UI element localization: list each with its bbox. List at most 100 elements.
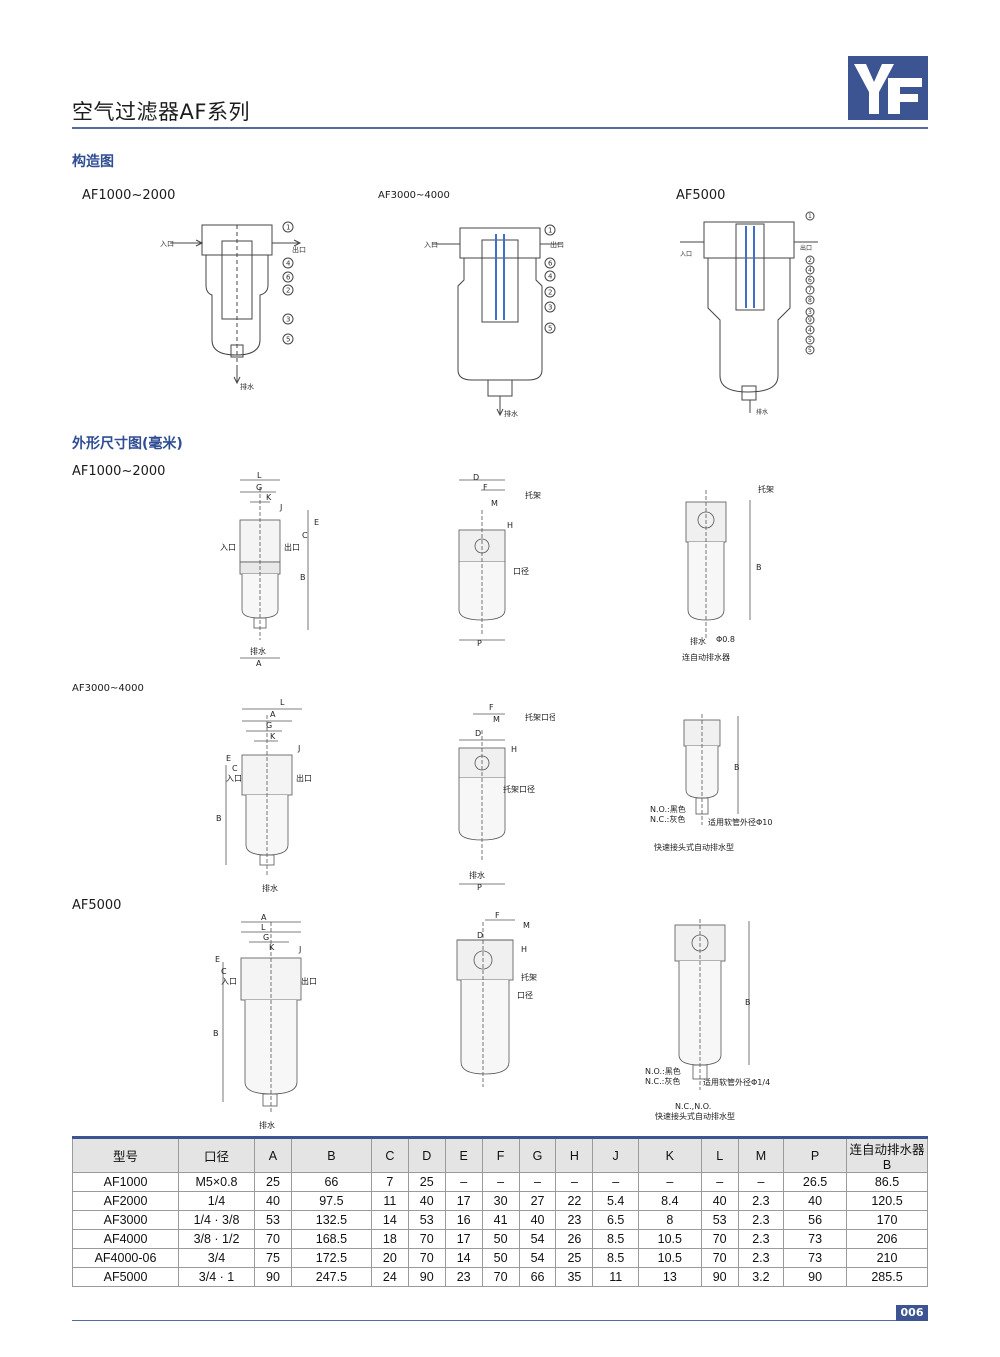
svg-text:E: E xyxy=(226,754,231,763)
front-view-drawing: A L G K J E C B 入口 出口 排水 xyxy=(205,912,325,1132)
table-cell: 70 xyxy=(481,1267,520,1287)
svg-text:1: 1 xyxy=(808,213,812,220)
svg-text:D: D xyxy=(473,473,479,482)
svg-text:快速接头式自动排水型: 快速接头式自动排水型 xyxy=(655,1111,735,1121)
svg-text:K: K xyxy=(269,943,275,952)
table-cell: 30 xyxy=(481,1191,520,1211)
table-cell: AF3000 xyxy=(72,1210,179,1230)
table-header-auto-drain: 连自动排水器 B xyxy=(846,1136,928,1173)
table-cell: 25 xyxy=(407,1172,446,1192)
table-cell: 25 xyxy=(254,1172,292,1192)
dimension-model-label: AF5000 xyxy=(72,898,122,913)
dimension-heading: 外形尺寸图(毫米) xyxy=(72,436,183,452)
side-view-drawing: D F M H P 托架 口径 xyxy=(445,470,555,650)
svg-text:出口: 出口 xyxy=(284,542,300,552)
svg-text:5: 5 xyxy=(286,336,290,344)
svg-text:F: F xyxy=(489,703,494,712)
table-cell: 23 xyxy=(444,1267,483,1287)
dimension-model-label: AF3000~4000 xyxy=(72,683,144,694)
svg-text:J: J xyxy=(298,945,301,954)
table-header: A xyxy=(254,1136,292,1173)
table-header: F xyxy=(481,1136,520,1173)
svg-text:A: A xyxy=(270,710,276,719)
table-cell: 40 xyxy=(518,1210,557,1230)
svg-text:K: K xyxy=(266,493,272,502)
structure-heading: 构造图 xyxy=(72,154,114,170)
table-cell: 25 xyxy=(555,1248,594,1268)
svg-text:4: 4 xyxy=(808,327,812,334)
svg-text:托架口径: 托架口径 xyxy=(525,712,555,722)
svg-text:B: B xyxy=(756,563,762,572)
svg-text:入口: 入口 xyxy=(160,240,174,248)
table-cell: 16 xyxy=(444,1210,483,1230)
table-cell: 24 xyxy=(370,1267,409,1287)
table-cell: AF4000 xyxy=(72,1229,179,1249)
svg-text:托架: 托架 xyxy=(758,484,774,494)
svg-text:2: 2 xyxy=(548,289,552,297)
svg-text:排水: 排水 xyxy=(259,1120,275,1130)
svg-text:P: P xyxy=(477,639,482,648)
footer-divider xyxy=(72,1320,928,1321)
svg-text:5: 5 xyxy=(808,337,812,344)
table-header: E xyxy=(444,1136,483,1173)
table-cell: 70 xyxy=(407,1229,446,1249)
table-cell: 17 xyxy=(444,1191,483,1211)
svg-text:M: M xyxy=(491,499,498,508)
svg-text:出口: 出口 xyxy=(800,244,812,252)
svg-text:N.C.:灰色: N.C.:灰色 xyxy=(650,814,685,824)
table-cell: 132.5 xyxy=(290,1210,372,1230)
svg-text:P: P xyxy=(477,883,482,890)
svg-text:排水: 排水 xyxy=(262,883,278,893)
table-cell: 8 xyxy=(637,1210,702,1230)
header-divider xyxy=(72,127,928,129)
table-cell: 23 xyxy=(555,1210,594,1230)
svg-text:5: 5 xyxy=(548,325,552,333)
table-cell: 11 xyxy=(370,1191,409,1211)
table-cell: 66 xyxy=(290,1172,372,1192)
table-cell: AF4000-06 xyxy=(72,1248,179,1268)
table-cell: 53 xyxy=(254,1210,292,1230)
table-cell: 14 xyxy=(370,1210,409,1230)
table-cell: – xyxy=(637,1172,702,1192)
table-cell: 20 xyxy=(370,1248,409,1268)
svg-text:M: M xyxy=(493,715,500,724)
table-cell: 14 xyxy=(444,1248,483,1268)
svg-text:G: G xyxy=(263,933,269,942)
svg-text:快速接头式自动排水型: 快速接头式自动排水型 xyxy=(654,842,734,852)
table-cell: 54 xyxy=(518,1229,557,1249)
svg-text:连自动排水器: 连自动排水器 xyxy=(682,652,730,662)
table-header: B xyxy=(290,1136,372,1173)
structure-model-label: AF1000~2000 xyxy=(82,188,176,203)
table-header: P xyxy=(783,1136,847,1173)
svg-text:E: E xyxy=(215,955,220,964)
table-cell: 70 xyxy=(700,1248,739,1268)
spec-table: 型号 口径 A B C D E F G H J K L M P 连自动排水器 B… xyxy=(72,1136,928,1287)
front-view-drawing: L A G K J E C B 入口 出口 排水 xyxy=(212,695,322,895)
svg-text:托架: 托架 xyxy=(525,490,541,500)
svg-text:出口: 出口 xyxy=(296,773,312,783)
table-header: M xyxy=(737,1136,785,1173)
svg-text:6: 6 xyxy=(286,274,291,282)
table-cell: 86.5 xyxy=(846,1172,928,1192)
table-cell: 56 xyxy=(783,1210,847,1230)
svg-text:入口: 入口 xyxy=(424,241,438,249)
table-header: 型号 xyxy=(72,1136,179,1173)
svg-text:排水: 排水 xyxy=(756,408,768,416)
table-cell: 70 xyxy=(700,1229,739,1249)
svg-text:J: J xyxy=(297,744,300,753)
table-cell: 90 xyxy=(407,1267,446,1287)
table-cell: AF5000 xyxy=(72,1267,179,1287)
table-cell: 26.5 xyxy=(783,1172,847,1192)
table-cell: 170 xyxy=(846,1210,928,1230)
table-cell: 90 xyxy=(254,1267,292,1287)
table-cell: 3/4 · 1 xyxy=(178,1267,255,1287)
table-cell: 54 xyxy=(518,1248,557,1268)
table-cell: – xyxy=(555,1172,594,1192)
table-cell: 35 xyxy=(555,1267,594,1287)
svg-text:M: M xyxy=(523,921,530,930)
svg-text:9: 9 xyxy=(808,317,812,324)
